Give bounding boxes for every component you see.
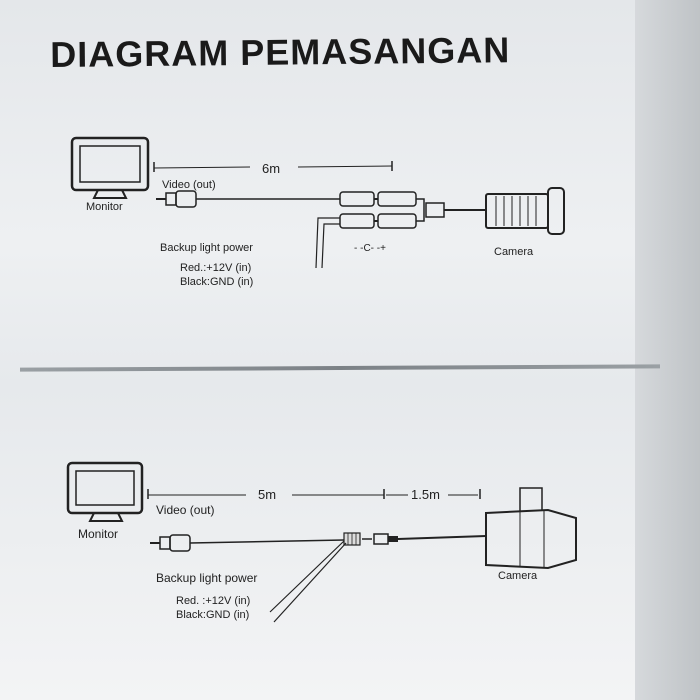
jack-connector-icon bbox=[362, 533, 398, 545]
monitor-icon bbox=[66, 461, 144, 522]
camera-label: Camera bbox=[494, 246, 534, 258]
red-wire-label: Red.:+12V (in) bbox=[180, 262, 251, 274]
video-label: Video (out) bbox=[156, 503, 214, 517]
camera-icon bbox=[485, 487, 577, 570]
video-label: Video (out) bbox=[162, 179, 216, 191]
black-wire-label: Black:GND (in) bbox=[176, 609, 249, 621]
length2-label: 1.5m bbox=[411, 487, 440, 502]
background-edge bbox=[635, 0, 700, 700]
monitor-label: Monitor bbox=[86, 201, 123, 213]
length-label: 6m bbox=[262, 161, 280, 176]
monitor-icon bbox=[70, 136, 150, 199]
length-label: 5m bbox=[258, 487, 276, 502]
red-wire-label: Red. :+12V (in) bbox=[176, 595, 250, 607]
power-label: Backup light power bbox=[156, 571, 257, 585]
power-label: Backup light power bbox=[160, 242, 253, 254]
camera-icon bbox=[485, 187, 565, 235]
splice-connector-icon bbox=[343, 532, 361, 546]
monitor-label: Monitor bbox=[78, 527, 118, 541]
polarity-symbol: - -C- -+ bbox=[354, 243, 386, 254]
rca-plug-icon bbox=[150, 534, 191, 552]
camera-label: Camera bbox=[498, 570, 538, 582]
black-wire-label: Black:GND (in) bbox=[180, 276, 253, 288]
